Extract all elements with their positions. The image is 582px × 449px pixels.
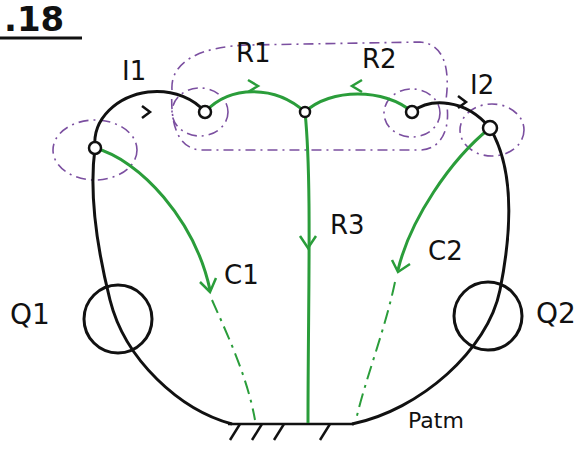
capacitor-path xyxy=(212,282,395,420)
problem-number: .18 xyxy=(4,2,64,36)
element-label: C2 xyxy=(428,238,463,264)
element-label: Patm xyxy=(408,410,464,432)
source-circle: Q2 xyxy=(452,280,524,352)
flow-arrow xyxy=(248,80,258,92)
flow-arrow xyxy=(392,260,410,272)
element-label: I1 xyxy=(122,58,146,84)
element-label: R3 xyxy=(330,212,365,238)
node-label: Q2 xyxy=(536,300,576,328)
ground-symbol xyxy=(228,424,354,440)
flow-arrow xyxy=(458,96,466,108)
element-label: R2 xyxy=(362,46,397,72)
element-label: R1 xyxy=(236,40,271,66)
title-underline xyxy=(0,37,82,40)
node-label: Q1 xyxy=(10,301,50,329)
resistor-line xyxy=(95,92,490,423)
flow-arrow xyxy=(352,80,362,92)
circle-outline xyxy=(82,283,154,355)
circle-outline xyxy=(452,280,524,352)
junction-dot xyxy=(89,106,497,154)
flow-arrow xyxy=(200,278,216,292)
element-label: I2 xyxy=(470,72,494,98)
loop-line xyxy=(93,92,509,424)
element-label: C1 xyxy=(224,262,259,288)
flow-arrow xyxy=(142,106,150,118)
control-volume xyxy=(53,42,524,180)
flow-arrow xyxy=(300,236,316,248)
source-circle: Q1 xyxy=(82,283,154,355)
